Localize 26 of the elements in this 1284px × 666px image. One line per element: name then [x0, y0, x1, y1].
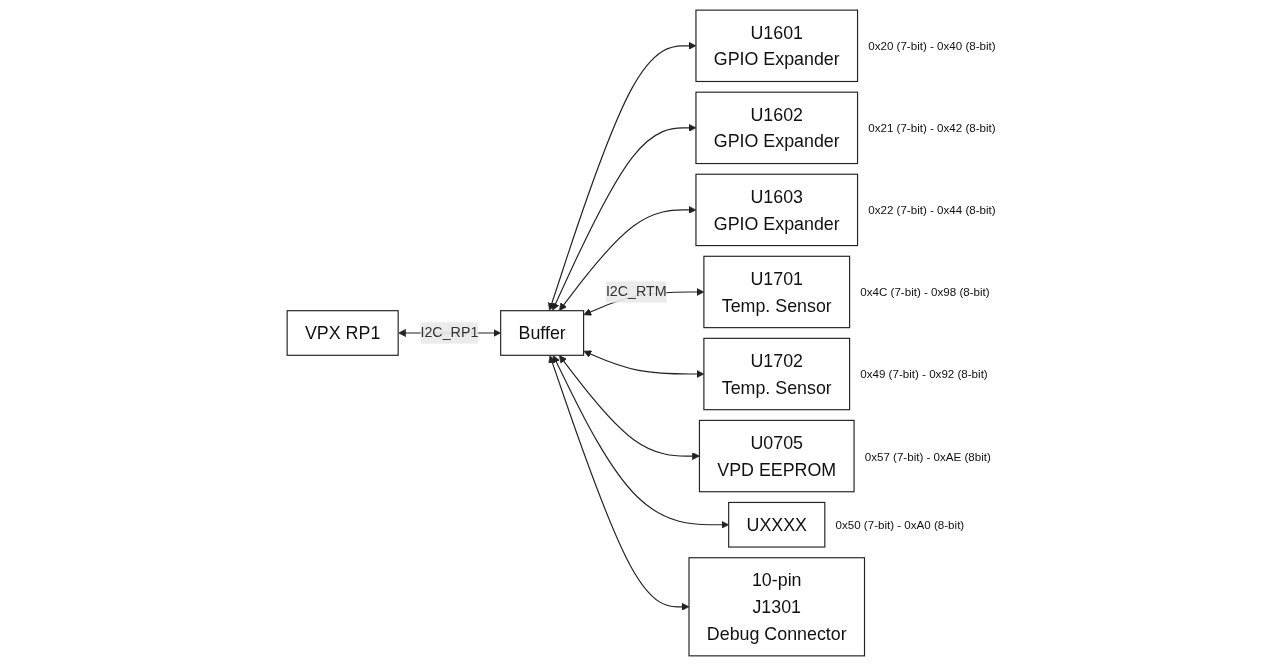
node-box: U1602 GPIO Expander — [695, 91, 858, 165]
arrow — [551, 123, 696, 311]
arrow — [558, 355, 700, 460]
address-note: 0x21 (7-bit) - 0x42 (8-bit) — [867, 122, 996, 135]
address-note: 0x22 (7-bit) - 0x44 (8-bit) — [867, 204, 996, 217]
node-box: VPX RP1 — [286, 310, 399, 356]
node-box: U0705 VPD EEPROM — [698, 419, 855, 493]
address-note: 0x20 (7-bit) - 0x40 (8-bit) — [867, 40, 996, 53]
node-box: UXXXX — [727, 501, 826, 548]
arrow — [558, 206, 696, 311]
node-box: U1601 GPIO Expander — [695, 9, 858, 83]
arrow — [552, 355, 729, 529]
node-box: Buffer — [499, 310, 584, 356]
address-note: 0x49 (7-bit) - 0x92 (8-bit) — [859, 368, 988, 381]
arrow — [583, 350, 704, 378]
node-box: 10-pin J1301 Debug Connector — [688, 557, 865, 657]
node-box: U1701 Temp. Sensor — [702, 255, 850, 329]
edge-label: I2C_RTM — [605, 283, 667, 300]
arrow — [547, 41, 696, 311]
edge-label: I2C_RP1 — [420, 324, 478, 341]
address-note: 0x57 (7-bit) - 0xAE (8bit) — [864, 450, 991, 463]
arrow — [548, 355, 689, 611]
address-note: 0x4C (7-bit) - 0x98 (8-bit) — [859, 286, 990, 299]
node-box: U1603 GPIO Expander — [695, 173, 858, 247]
address-note: 0x50 (7-bit) - 0xA0 (8-bit) — [835, 519, 964, 532]
node-box: U1702 Temp. Sensor — [702, 337, 850, 411]
